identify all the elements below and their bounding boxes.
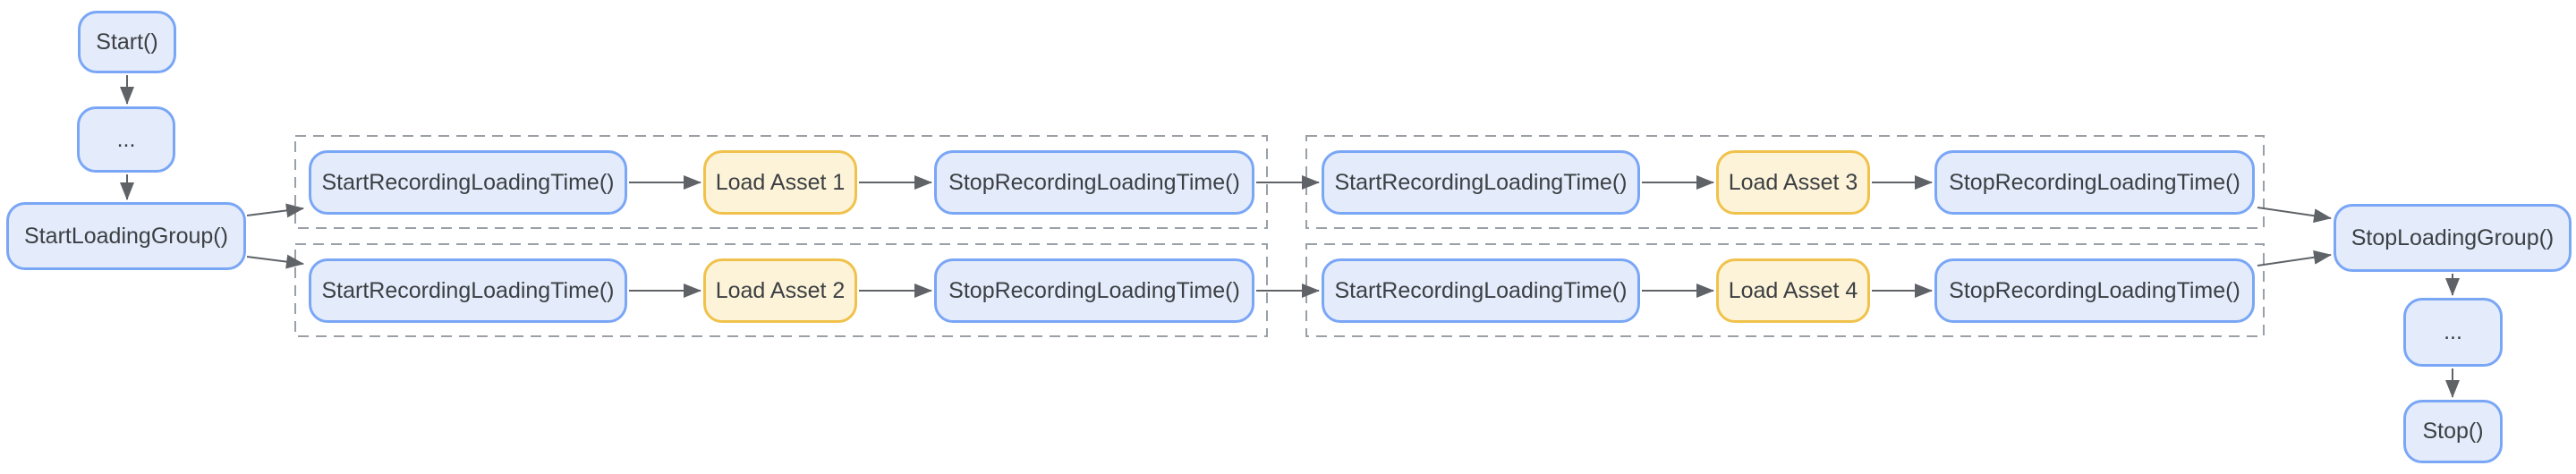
node-g2-row1-stop-recording: StopRecordingLoadingTime(): [1934, 150, 2255, 215]
node-g2-row2-start-recording: StartRecordingLoadingTime(): [1322, 258, 1640, 323]
node-g1-row1-stop-recording: StopRecordingLoadingTime(): [934, 150, 1254, 215]
edge-row1-to-stoploadinggroup: [2257, 207, 2332, 224]
node-ellipsis-bottom: ...: [2403, 298, 2503, 367]
edge-row2-to-stoploadinggroup: [2257, 250, 2332, 267]
node-start-loading-group: StartLoadingGroup(): [6, 202, 246, 270]
node-g2-row2-stop-recording: StopRecordingLoadingTime(): [1934, 258, 2255, 323]
node-g2-row1-load-asset-3: Load Asset 3: [1716, 150, 1870, 215]
node-g1-row1-load-asset-1: Load Asset 1: [703, 150, 857, 215]
node-g1-row2-stop-recording: StopRecordingLoadingTime(): [934, 258, 1254, 323]
node-g1-row2-load-asset-2: Load Asset 2: [703, 258, 857, 323]
node-g2-row1-start-recording: StartRecordingLoadingTime(): [1322, 150, 1640, 215]
node-ellipsis-top: ...: [77, 106, 175, 173]
node-start: Start(): [78, 11, 176, 73]
dashed-group-right-row1-outline: [1305, 135, 2265, 229]
dashed-group-left-row2-outline: [294, 243, 1268, 337]
node-stop: Stop(): [2403, 400, 2503, 463]
edge-startloadinggroup-to-row2: [246, 254, 304, 269]
node-g1-row1-start-recording: StartRecordingLoadingTime(): [309, 150, 627, 215]
node-g2-row2-load-asset-4: Load Asset 4: [1716, 258, 1870, 323]
node-stop-loading-group: StopLoadingGroup(): [2334, 204, 2572, 272]
dashed-group-left-row1-outline: [294, 135, 1268, 229]
edge-startloadinggroup-to-row1: [246, 203, 304, 218]
dashed-group-right-row2-outline: [1305, 243, 2265, 337]
node-g1-row2-start-recording: StartRecordingLoadingTime(): [309, 258, 627, 323]
